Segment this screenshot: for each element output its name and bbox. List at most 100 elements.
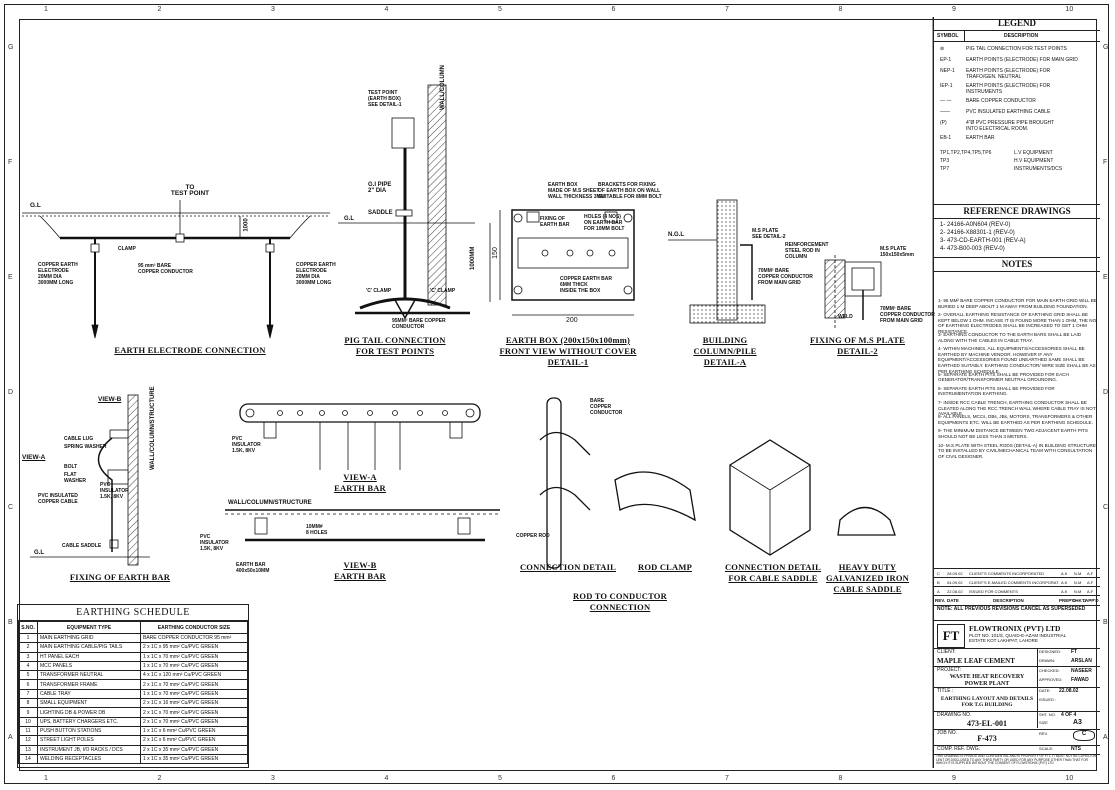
- schedule-sno: 13: [18, 744, 38, 755]
- zone-number-top: 2: [157, 6, 162, 13]
- dim-1000mm-label: 1000MM: [470, 246, 476, 270]
- scale-value: NTS: [1071, 746, 1081, 752]
- weld-label: WELD: [838, 314, 853, 320]
- rod-to-conductor-title: ROD TO CONDUCTOR CONNECTION: [573, 591, 667, 612]
- cable-saddle-title: CONNECTION DETAIL FOR CABLE SADDLE: [724, 562, 822, 583]
- rev-letter: B: [937, 580, 940, 585]
- earth-box-title: EARTH BOX (200x150x100mm) FRONT VIEW WIT…: [499, 335, 637, 367]
- schedule-conductor: 1 x 1C x 70 mm² Cu/PVC GREEN: [140, 688, 248, 700]
- schedule-sno: 1: [18, 632, 38, 644]
- rev-prep: A.K: [1061, 580, 1068, 585]
- schedule-equipment: SMALL EQUIPMENT: [37, 698, 141, 709]
- copper-bar-label: COPPER EARTH BAR 6MM THICK INSIDE THE BO…: [560, 276, 612, 294]
- reference-title: REFERENCE DRAWINGS: [934, 204, 1100, 219]
- sheet-label: SHT. NO.: [1039, 712, 1056, 717]
- zone-number-bottom: 8: [838, 775, 843, 782]
- note-item: 6- SEPARATE EARTH PITS SHALL BE PROVIDED…: [938, 385, 1055, 397]
- bracket-label: BRACKETS FOR FIXING OF EARTH BOX ON WALL…: [598, 182, 662, 200]
- gi-pipe-label: G.I PIPE 2" DIA: [368, 182, 392, 194]
- zone-number-top: 5: [498, 6, 502, 13]
- company-name: FLOWTRONIX (PVT) LTD: [969, 624, 1061, 633]
- sheet-value: 4 OF 4: [1061, 712, 1077, 718]
- legend-desc: EARTH POINTS (ELECTRODE) FOR TRAFO/GEN. …: [966, 68, 1051, 80]
- size-value: A3: [1073, 719, 1082, 726]
- reference-items: 1- 24166-A0N604 (REV-0)2- 24166-X88301-1…: [934, 219, 1100, 258]
- legend-col-symbol: SYMBOL: [937, 33, 959, 39]
- schedule-conductor: 1 x 1C x 35 mm² Cu/PVC GREEN: [140, 753, 248, 765]
- drawing-number: 473-EL-001: [967, 719, 1007, 728]
- client-label: CLIENT:: [937, 649, 956, 655]
- zone-letter-left: B: [8, 619, 13, 626]
- flat-washer-label: FLAT WASHER: [64, 472, 86, 484]
- gl-label: G.L: [30, 202, 41, 209]
- zone-number-bottom: 2: [157, 775, 162, 782]
- legend-tp-desc: INSTRUMENTS/DCS: [1014, 166, 1063, 172]
- holes-label: HOLES (4 NOS) ON EARTH BAR FOR 10MM BOLT: [584, 214, 625, 232]
- schedule-sno: 10: [18, 716, 38, 727]
- view-a-ref: VIEW-A: [22, 454, 46, 461]
- schedule-conductor: 1 x 1C x 70 mm² Cu/PVC GREEN: [140, 660, 248, 672]
- zone-letter-right: A: [1103, 734, 1108, 741]
- schedule-equipment: MAIN EARTHING GRID: [37, 632, 141, 644]
- zone-letter-left: E: [8, 274, 13, 281]
- approved-label: APPROVED:: [1039, 677, 1063, 682]
- designed-value: FT: [1071, 649, 1078, 655]
- cable-label: PVC INSULATED COPPER CABLE: [38, 493, 78, 505]
- dim-200-label: 200: [566, 317, 578, 324]
- fixing-label: FIXING OF EARTH BAR: [540, 216, 570, 228]
- note-item: 10- M.S PLATE WITH STEEL RODS (DETAIL-A)…: [938, 442, 1096, 459]
- legend-tp-desc: H.V EQUIPMENT: [1014, 158, 1054, 164]
- revision-header-cell: CHK'D: [1072, 598, 1087, 603]
- drawing-no-label: DRAWING NO.: [937, 712, 972, 718]
- ms-plate-ref-label: M.S PLATE SEE DETAIL-2: [752, 228, 786, 240]
- wall-column-label: WALL/COLUMN: [440, 65, 446, 110]
- schedule-conductor: 2 x 1C x 70 mm² Cu/PVC GREEN: [140, 716, 248, 727]
- bolt-label: BOLT: [64, 464, 78, 470]
- schedule-conductor: 1 x 1C x 70 mm² Cu/PVC GREEN: [140, 651, 248, 662]
- drawn-value: ARSLAN: [1071, 658, 1092, 664]
- schedule-title: EARTHING SCHEDULE: [18, 605, 248, 621]
- revision-header-cell: PREP'D: [1059, 598, 1076, 603]
- rev-app: A.F: [1087, 580, 1094, 585]
- schedule-equipment: PUSH BUTTON STATIONS: [37, 725, 141, 737]
- saddle-label: SADDLE: [368, 210, 393, 216]
- title-label: TITLE :: [937, 688, 954, 694]
- plate-conductor-label: 70MM² BARE COPPER CONDUCTOR FROM MAIN GR…: [880, 306, 935, 324]
- legend-symbol-icon: ——: [940, 109, 950, 115]
- rev-chk: N.M: [1074, 571, 1082, 576]
- schedule-sno: 3: [18, 651, 38, 662]
- schedule-sno: 8: [18, 698, 38, 709]
- view-b-bar-label: EARTH BAR 400x50x10MM: [236, 562, 270, 574]
- zone-letter-left: D: [8, 389, 14, 396]
- schedule-equipment: MAIN EARTHING CABLE/PIG TAILS: [37, 642, 141, 653]
- rev-chk: N.M: [1074, 589, 1082, 594]
- note-item: 7- INSIDE RCC CABLE TRENCH, EARTHING CON…: [938, 400, 1096, 417]
- test-point-label: TEST POINT (EARTH BOX) SEE DETAIL-1: [368, 90, 402, 108]
- checked-label: CHECKED:: [1039, 668, 1060, 673]
- rev-letter: C: [937, 571, 940, 576]
- schedule-equipment: UPS, BATTERY CHARGERS ETC.: [37, 716, 141, 727]
- view-b-ref: VIEW-B: [98, 396, 122, 403]
- zone-letter-left: G: [8, 44, 14, 51]
- cable-lug-label: CABLE LUG: [64, 436, 94, 442]
- confidential-footer: THIS DRAWING IS PRIVATE AND CONFIDENTIAL…: [936, 755, 1097, 766]
- schedule-sno: 2: [18, 642, 38, 653]
- legend-tp-code: TP7: [940, 166, 950, 172]
- rev-prep: A.K: [1061, 589, 1068, 594]
- schedule-conductor: 2 x 1C x 16 mm² Cu/PVC GREEN: [140, 698, 248, 709]
- zone-number-bottom: 10: [1065, 775, 1074, 782]
- note-item: 1- 95 MM² BARE COPPER CONDUCTOR FOR MAIN…: [938, 298, 1097, 309]
- zone-number-top: 1: [44, 6, 48, 13]
- earth-electrode-title: EARTH ELECTRODE CONNECTION: [114, 345, 266, 355]
- schedule-header-type: EQUIPMENT TYPE: [37, 621, 141, 634]
- zone-number-top: 8: [838, 6, 843, 13]
- notes-title: NOTES: [934, 258, 1100, 272]
- building-column-title: BUILDING COLUMN/PILE DETAIL-A: [693, 335, 757, 367]
- legend-symbol-icon: NEP-1: [940, 68, 955, 74]
